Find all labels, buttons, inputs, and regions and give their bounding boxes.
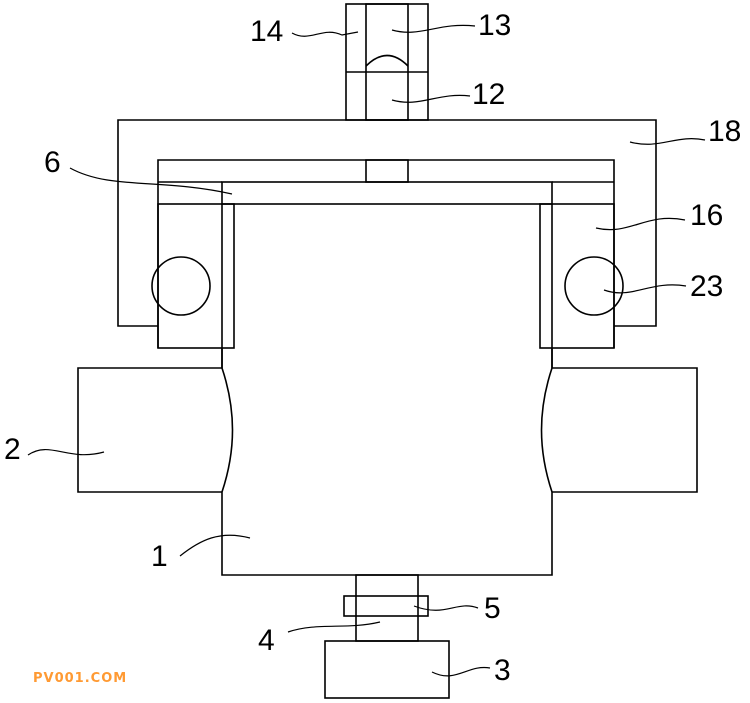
inner-frame bbox=[157, 159, 615, 348]
leader-16 bbox=[595, 217, 686, 231]
shaft-break bbox=[365, 54, 409, 67]
leader-1 bbox=[179, 534, 251, 557]
top-shaft bbox=[345, 3, 429, 121]
shaft-outer bbox=[345, 3, 429, 121]
label-1: 1 bbox=[151, 540, 168, 573]
label-12: 12 bbox=[472, 78, 505, 111]
label-5: 5 bbox=[484, 592, 501, 625]
label-3: 3 bbox=[494, 654, 511, 687]
leader-13 bbox=[391, 24, 476, 33]
left-roller bbox=[151, 256, 211, 316]
left-block bbox=[77, 367, 222, 493]
inner-frame-outline bbox=[157, 159, 615, 348]
label-16: 16 bbox=[690, 199, 723, 232]
right-holder bbox=[539, 203, 615, 349]
bottom-shaft bbox=[355, 574, 419, 642]
label-6: 6 bbox=[44, 146, 61, 179]
leader-5 bbox=[413, 605, 479, 611]
label-2: 2 bbox=[4, 433, 21, 466]
leader-14 bbox=[291, 31, 359, 37]
shaft-inner bbox=[365, 3, 409, 121]
leader-23 bbox=[603, 284, 687, 294]
label-18: 18 bbox=[708, 115, 741, 148]
bottom-collar bbox=[343, 595, 429, 617]
right-roller bbox=[564, 256, 624, 316]
label-13: 13 bbox=[478, 9, 511, 42]
main-body bbox=[221, 204, 553, 576]
label-14: 14 bbox=[250, 15, 283, 48]
base-block bbox=[324, 640, 450, 699]
left-holder bbox=[157, 203, 235, 349]
leader-3 bbox=[431, 666, 491, 677]
leader-2 bbox=[27, 449, 105, 456]
center-connector bbox=[365, 159, 409, 183]
leader-12 bbox=[391, 94, 471, 103]
leader-6 bbox=[69, 167, 233, 195]
label-4: 4 bbox=[258, 624, 275, 657]
leader-4 bbox=[287, 621, 381, 633]
label-23: 23 bbox=[690, 270, 723, 303]
leader-18 bbox=[629, 138, 706, 145]
right-block bbox=[552, 367, 698, 493]
watermark: PV001.COM bbox=[33, 671, 127, 686]
outer-frame bbox=[117, 119, 657, 327]
top-plate bbox=[221, 181, 553, 205]
